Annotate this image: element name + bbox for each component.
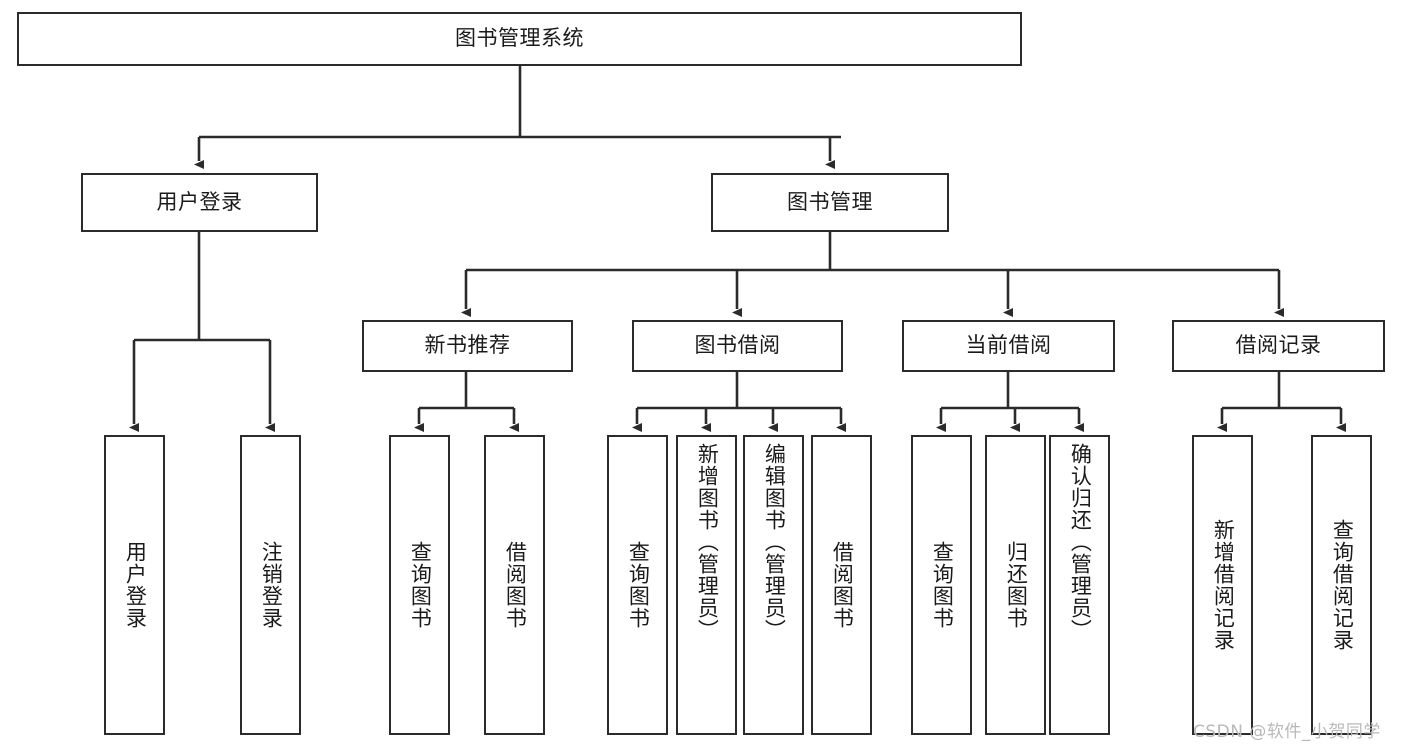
node-label: 图书管理系统 bbox=[455, 26, 584, 51]
node-leaf-logout-login[interactable]: 注销登录 bbox=[240, 435, 301, 735]
node-leaf-query-book-2[interactable]: 查询图书 bbox=[607, 435, 668, 735]
node-leaf-add-book[interactable]: 新增图书（管理员） bbox=[676, 435, 737, 735]
node-label: 借阅图书 bbox=[503, 541, 528, 629]
node-leaf-borrow-book-2[interactable]: 借阅图书 bbox=[811, 435, 872, 735]
node-leaf-user-login[interactable]: 用户登录 bbox=[104, 435, 165, 735]
node-label: 查询图书 bbox=[626, 541, 651, 629]
node-label: 图书管理 bbox=[787, 189, 873, 214]
node-label: 查询借阅记录 bbox=[1330, 519, 1355, 651]
node-leaf-confirm-return[interactable]: 确认归还（管理员） bbox=[1049, 435, 1110, 735]
node-label: 用户登录 bbox=[123, 541, 148, 629]
node-label: 新书推荐 bbox=[424, 333, 511, 358]
node-leaf-query-book-3[interactable]: 查询图书 bbox=[911, 435, 972, 735]
node-leaf-query-record[interactable]: 查询借阅记录 bbox=[1311, 435, 1372, 735]
node-user-login[interactable]: 用户登录 bbox=[81, 173, 318, 232]
node-leaf-add-record[interactable]: 新增借阅记录 bbox=[1192, 435, 1253, 735]
node-label: 注销登录 bbox=[259, 541, 284, 629]
node-label: 用户登录 bbox=[156, 189, 243, 214]
node-label: 新增借阅记录 bbox=[1211, 519, 1236, 651]
node-borrow-record[interactable]: 借阅记录 bbox=[1172, 320, 1385, 372]
node-label: 图书借阅 bbox=[694, 333, 781, 358]
csdn-watermark: CSDN @软件_小贺同学 bbox=[1193, 722, 1381, 742]
node-label: 确认归还（管理员） bbox=[1068, 443, 1093, 641]
node-book-manage[interactable]: 图书管理 bbox=[711, 173, 949, 232]
node-label: 归还图书 bbox=[1004, 541, 1029, 629]
node-label: 编辑图书（管理员） bbox=[762, 443, 787, 641]
node-label: 新增图书（管理员） bbox=[695, 443, 720, 641]
node-leaf-query-book-1[interactable]: 查询图书 bbox=[389, 435, 450, 735]
node-current-borrow[interactable]: 当前借阅 bbox=[902, 320, 1115, 372]
node-root[interactable]: 图书管理系统 bbox=[17, 12, 1022, 66]
node-label: 借阅记录 bbox=[1235, 333, 1322, 358]
node-new-book-recommend[interactable]: 新书推荐 bbox=[362, 320, 573, 372]
node-label: 查询图书 bbox=[408, 541, 433, 629]
node-label: 当前借阅 bbox=[965, 333, 1052, 358]
node-leaf-edit-book[interactable]: 编辑图书（管理员） bbox=[743, 435, 804, 735]
node-book-borrow[interactable]: 图书借阅 bbox=[632, 320, 843, 372]
node-leaf-borrow-book-1[interactable]: 借阅图书 bbox=[484, 435, 545, 735]
node-leaf-return-book[interactable]: 归还图书 bbox=[985, 435, 1046, 735]
node-label: 借阅图书 bbox=[830, 541, 855, 629]
node-label: 查询图书 bbox=[930, 541, 955, 629]
